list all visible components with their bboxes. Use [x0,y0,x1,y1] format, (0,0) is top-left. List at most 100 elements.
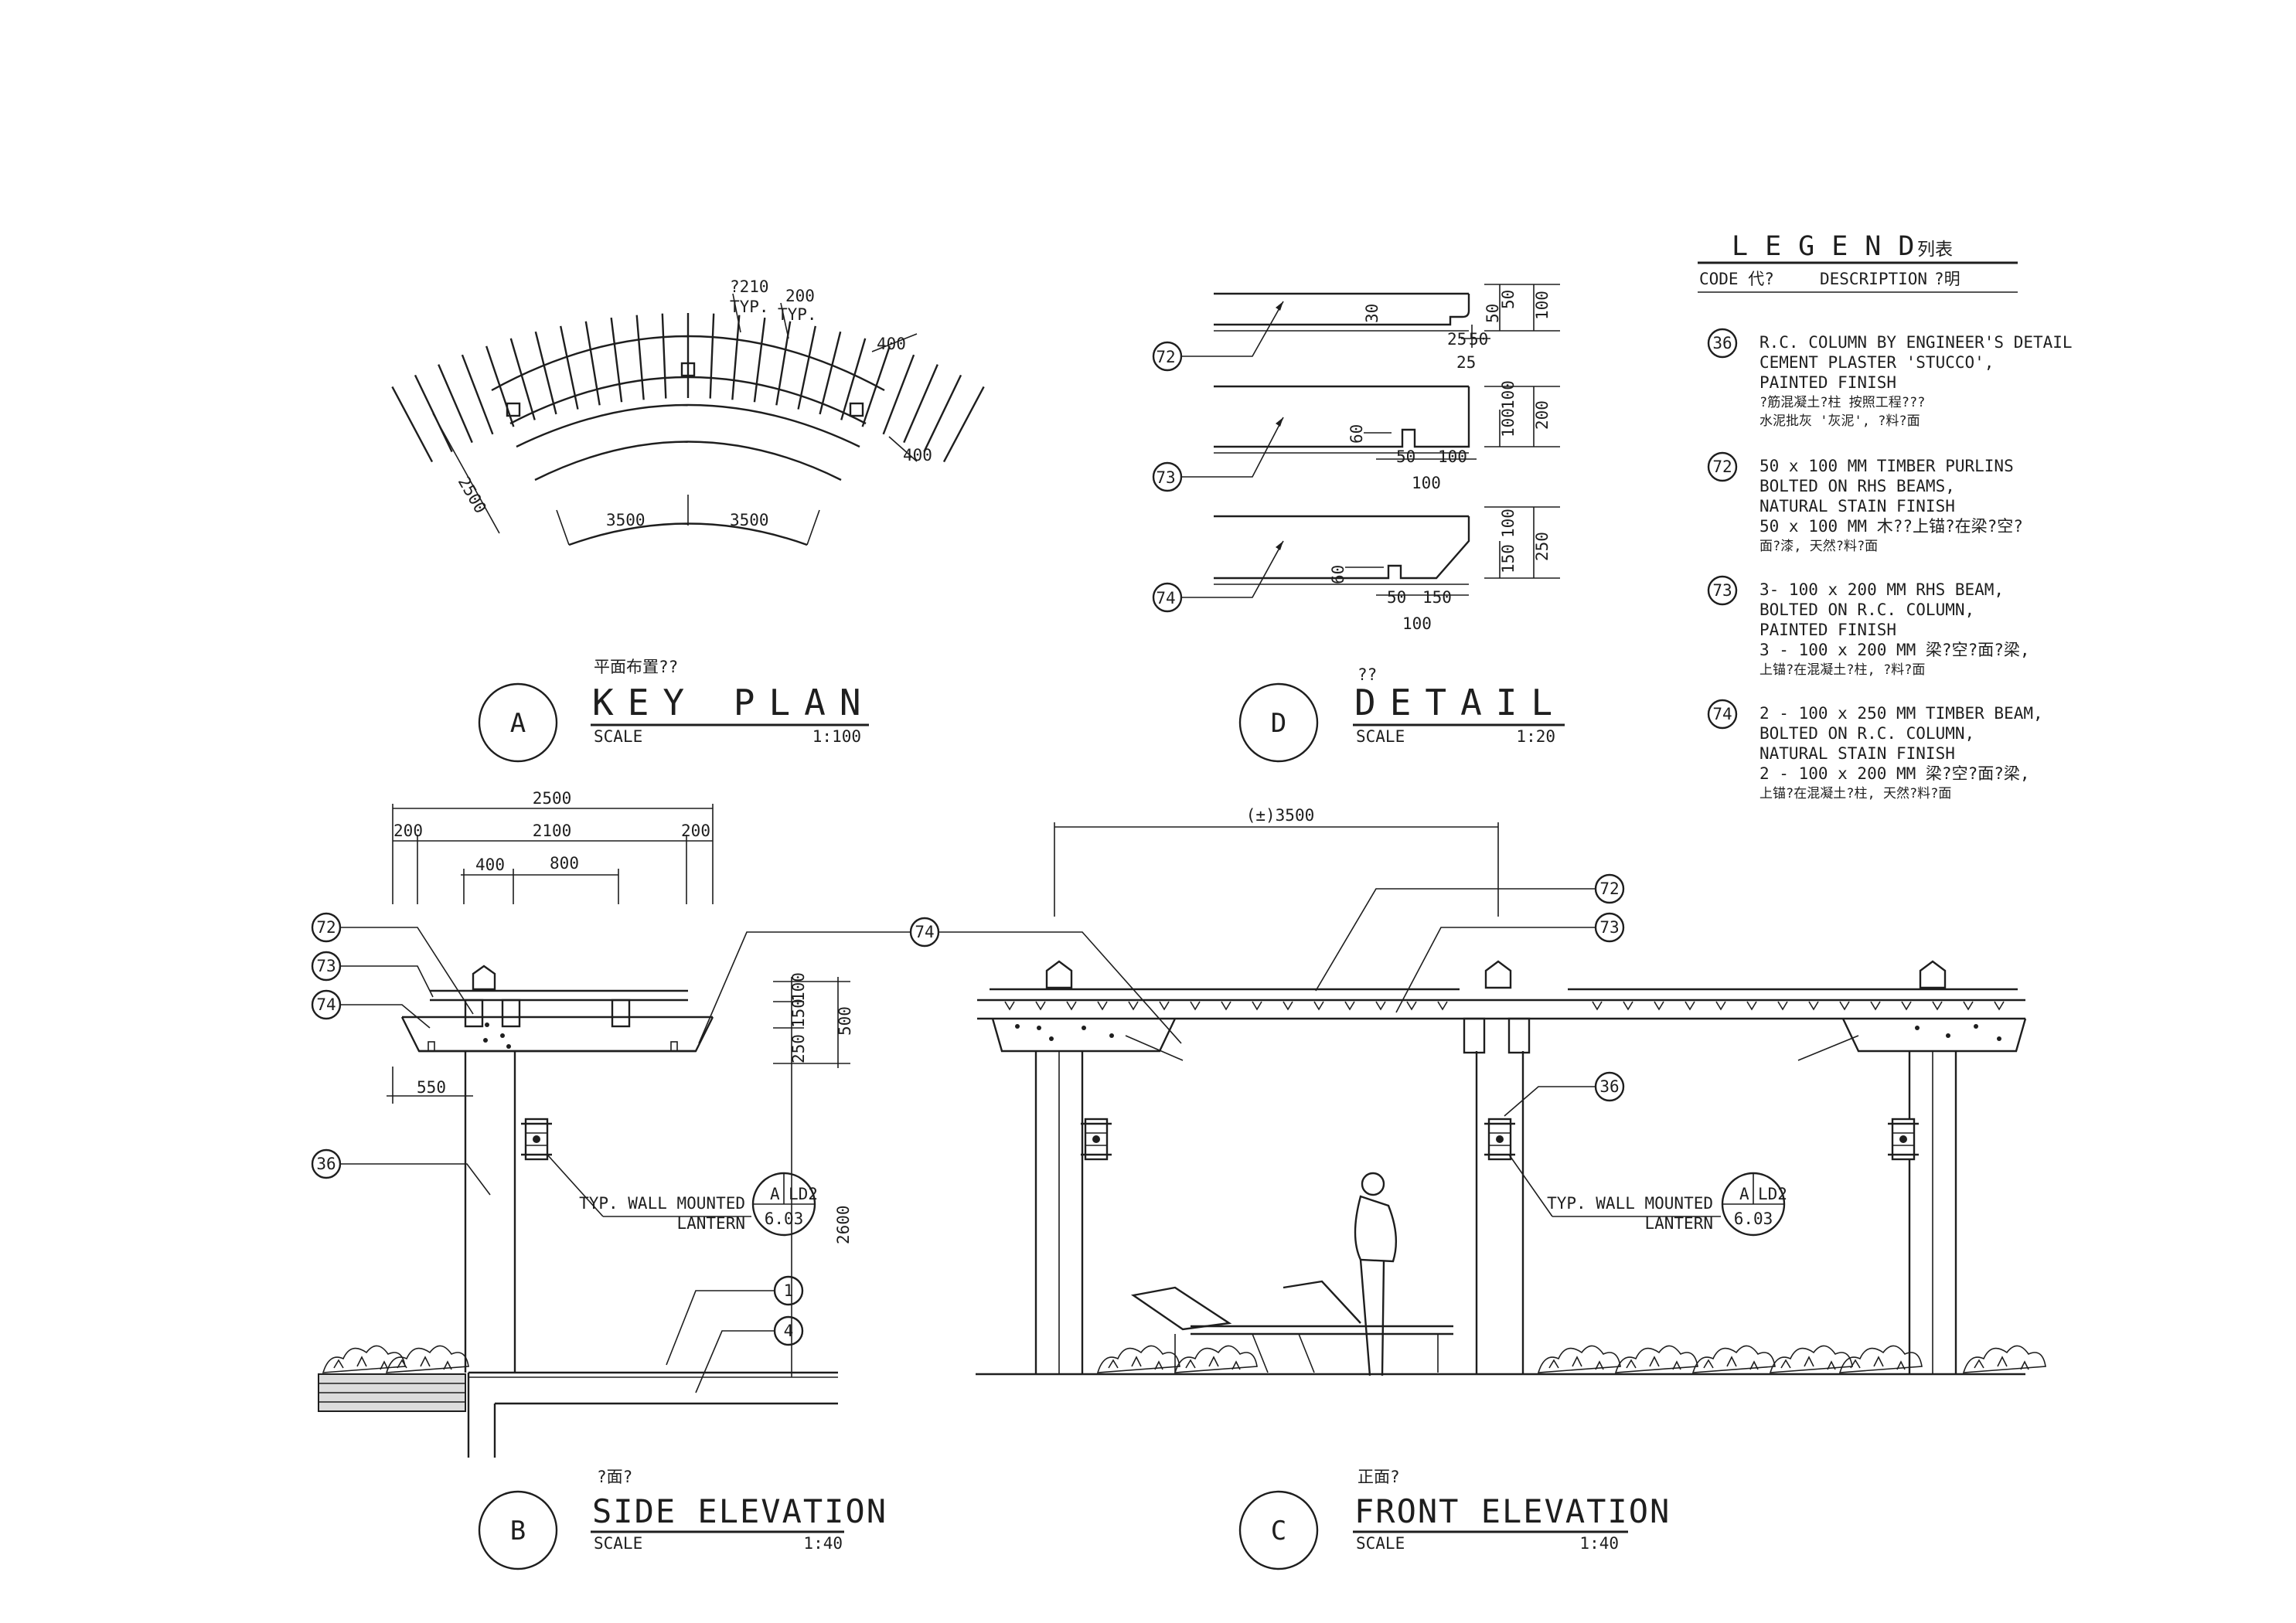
svg-text:CEMENT PLASTER 'STUCCO',: CEMENT PLASTER 'STUCCO', [1759,353,1994,372]
side-dim-800: 800 [550,854,579,873]
side-callout-74: 74 [316,995,336,1014]
purlin-tick [1839,1001,1850,1011]
svg-text:PAINTED FINISH: PAINTED FINISH [1759,621,1896,639]
key-plan-dim-typ1: TYP. [730,298,769,316]
rafter-line [882,354,915,435]
svg-text:上锚?在混凝土?柱, 天然?料?面: 上锚?在混凝土?柱, 天然?料?面 [1759,786,1951,801]
key-plan-dim-3500b: 3500 [730,511,769,529]
key-plan-scale-label: SCALE [594,727,642,746]
key-plan-dim-400b: 400 [903,446,932,464]
side-elevation-scale-label: SCALE [594,1534,642,1553]
svg-text:PAINTED FINISH: PAINTED FINISH [1759,373,1896,392]
legend-item: 74 2 - 100 x 250 MM TIMBER BEAM, BOLTED … [1707,699,2043,801]
detail-74-dim-150b: 150 [1422,588,1452,607]
side-dim-200b: 200 [681,822,710,840]
rafter-line [635,315,645,400]
front-lantern-note-2: LANTERN [1644,1214,1713,1233]
rafter-line [797,325,816,410]
detail-73-dim-100c: 100 [1438,447,1467,466]
side-callout-4: 4 [784,1322,794,1340]
rafter-line [709,313,715,399]
side-callout-73: 73 [316,957,336,975]
key-plan-dim-typ2: TYP. [778,305,817,324]
svg-text:3 - 100 x 200 MM 梁?空?面?梁,: 3 - 100 x 200 MM 梁?空?面?梁, [1759,641,2030,659]
svg-text:74: 74 [1712,705,1732,723]
rafter-line [461,354,494,435]
side-dim-100: 100 [789,972,808,1002]
purlin-tick [1963,1001,1974,1011]
legend-col-code: CODE 代? [1699,270,1774,288]
side-lantern-note-1: TYP. WALL MOUNTED [579,1194,745,1213]
purlin-tick [1097,1001,1108,1011]
rafter-line [903,364,938,444]
front-lantern-ref-c: 6.03 [1734,1210,1773,1228]
key-plan-drawing [391,293,985,546]
key-plan-dim-3500a: 3500 [606,511,646,529]
side-dim-2600: 2600 [834,1205,853,1244]
legend-title-cn: 列表 [1917,240,1953,260]
detail-73-dim-50: 50 [1396,447,1415,466]
purlin-tick [1623,1001,1633,1011]
side-callout-72: 72 [316,918,336,937]
front-elevation-scale: 1:40 [1579,1534,1619,1553]
front-lantern-note-1: TYP. WALL MOUNTED [1547,1194,1713,1213]
purlin-tick [1592,1001,1603,1011]
side-elevation-scale: 1:40 [803,1534,843,1553]
key-plan-dim-2500: 2500 [455,474,490,517]
front-callout-36: 36 [1599,1077,1619,1096]
detail-72-dim-25b: 25 [1456,353,1476,372]
svg-text:上锚?在混凝土?柱, ?料?面: 上锚?在混凝土?柱, ?料?面 [1759,662,1925,678]
detail-tag: D [1271,708,1286,739]
svg-text:73: 73 [1712,581,1732,600]
svg-text:水泥批灰 '灰泥', ?料?面: 水泥批灰 '灰泥', ?料?面 [1759,413,1920,429]
rafter-line [391,386,434,463]
front-dim-3500: (±)3500 [1246,806,1315,825]
key-plan-tag: A [510,708,526,739]
key-plan-dim-210: ?210 [730,277,769,296]
svg-text:73: 73 [1156,468,1175,487]
rafter-line [438,364,473,444]
side-dim-200a: 200 [393,822,423,840]
detail-74-dim-60: 60 [1329,565,1347,584]
detail-73-dim-100: 100 [1499,408,1518,437]
detail-72-dim-50b: 50 [1499,290,1518,309]
detail-title: DETAIL [1354,682,1566,723]
rafter-line [560,325,579,410]
svg-text:50 x 100 MM 木??上锚?在梁?空?: 50 x 100 MM 木??上锚?在梁?空? [1759,517,2023,536]
rafter-line [861,345,891,427]
side-dim-2100: 2100 [533,822,572,840]
legend-item: 73 3- 100 x 200 MM RHS BEAM, BOLTED ON R… [1707,575,2030,678]
front-lantern-ref-a: A [1739,1185,1749,1203]
side-dim-250: 250 [789,1034,808,1063]
purlin-tick [1344,1001,1355,1011]
svg-text:面?漆, 天然?料?面: 面?漆, 天然?料?面 [1759,539,1878,554]
rafter-line [753,317,766,403]
purlin-tick [1283,1001,1293,1011]
side-elevation-tag: B [510,1516,526,1546]
purlin-tick [1159,1001,1170,1011]
detail-scale: 1:20 [1516,727,1555,746]
side-dim-500: 500 [836,1006,854,1036]
purlin-tick [1437,1001,1448,1011]
detail-74-dim-100: 100 [1499,509,1518,538]
detail-74-dim-250: 250 [1533,532,1552,561]
rafter-line [819,331,842,415]
purlin-tick [1777,1001,1788,1011]
purlin-tick [1685,1001,1695,1011]
purlin-tick [1870,1001,1881,1011]
rafter-line [584,321,601,406]
side-callout-36: 36 [316,1155,336,1173]
legend-item: 72 50 x 100 MM TIMBER PURLINS BOLTED ON … [1707,451,2023,554]
legend-title: LEGEND [1732,231,1931,262]
legend-item: 36 R.C. COLUMN BY ENGINEER'S DETAIL CEME… [1707,328,2073,429]
side-elevation-drawing [311,804,850,1458]
purlin-tick [1190,1001,1201,1011]
front-callout-74: 74 [915,923,934,941]
key-plan-tag-circle [478,682,558,763]
purlin-tick [1932,1001,1943,1011]
side-dim-2500: 2500 [533,789,572,808]
svg-text:BOLTED ON R.C. COLUMN,: BOLTED ON R.C. COLUMN, [1759,601,1974,619]
detail-72-dim-25a: 25 [1447,330,1467,349]
rafter-line [534,331,557,415]
